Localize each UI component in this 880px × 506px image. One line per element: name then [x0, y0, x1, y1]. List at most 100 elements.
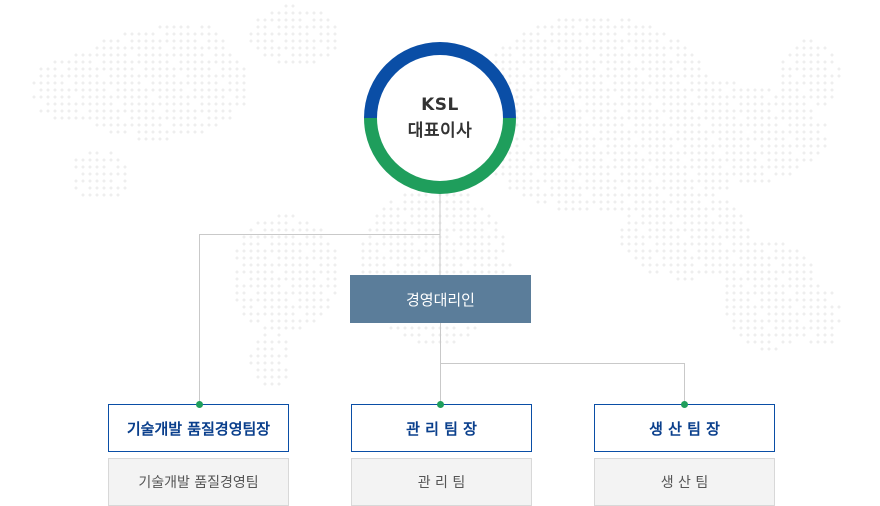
map-dot — [459, 256, 463, 260]
map-dot — [648, 130, 652, 134]
map-dot — [123, 123, 127, 127]
map-dot — [284, 39, 288, 43]
map-dot — [102, 95, 106, 99]
map-dot — [522, 151, 526, 155]
map-dot — [543, 67, 547, 71]
map-dot — [270, 221, 274, 225]
map-dot — [242, 270, 246, 274]
map-dot — [760, 305, 764, 309]
map-dot — [536, 74, 540, 78]
map-dot — [732, 249, 736, 253]
map-dot — [655, 53, 659, 57]
map-dot — [690, 221, 694, 225]
map-dot — [774, 298, 778, 302]
map-dot — [739, 333, 743, 337]
map-dot — [480, 270, 484, 274]
map-dot — [627, 179, 631, 183]
map-dot — [739, 137, 743, 141]
map-dot — [662, 179, 666, 183]
map-dot — [802, 123, 806, 127]
map-dot — [305, 319, 309, 323]
map-dot — [459, 228, 463, 232]
map-dot — [186, 46, 190, 50]
map-dot — [137, 88, 141, 92]
map-dot — [270, 11, 274, 15]
map-dot — [466, 228, 470, 232]
map-dot — [690, 207, 694, 211]
map-dot — [109, 123, 113, 127]
map-dot — [571, 81, 575, 85]
map-dot — [704, 221, 708, 225]
map-dot — [158, 102, 162, 106]
map-dot — [690, 81, 694, 85]
map-dot — [662, 242, 666, 246]
map-dot — [711, 256, 715, 260]
map-dot — [165, 130, 169, 134]
map-dot — [746, 270, 750, 274]
map-dot — [781, 319, 785, 323]
map-dot — [683, 277, 687, 281]
map-dot — [529, 60, 533, 64]
map-dot — [277, 284, 281, 288]
map-dot — [557, 116, 561, 120]
map-dot — [298, 32, 302, 36]
map-dot — [655, 151, 659, 155]
map-dot — [249, 298, 253, 302]
map-dot — [781, 333, 785, 337]
map-dot — [326, 53, 330, 57]
map-dot — [326, 242, 330, 246]
map-dot — [550, 172, 554, 176]
map-dot — [256, 32, 260, 36]
map-dot — [788, 81, 792, 85]
map-dot — [599, 179, 603, 183]
map-dot — [746, 88, 750, 92]
map-dot — [676, 88, 680, 92]
map-dot — [795, 60, 799, 64]
map-dot — [550, 53, 554, 57]
map-dot — [676, 263, 680, 267]
map-dot — [326, 263, 330, 267]
map-dot — [557, 179, 561, 183]
map-dot — [704, 144, 708, 148]
map-dot — [529, 46, 533, 50]
map-dot — [249, 354, 253, 358]
map-dot — [256, 249, 260, 253]
map-dot — [179, 60, 183, 64]
map-dot — [529, 186, 533, 190]
map-dot — [270, 263, 274, 267]
map-dot — [158, 25, 162, 29]
map-dot — [186, 60, 190, 64]
map-dot — [263, 221, 267, 225]
map-dot — [88, 95, 92, 99]
map-dot — [515, 172, 519, 176]
map-dot — [816, 102, 820, 106]
map-dot — [711, 95, 715, 99]
map-dot — [697, 123, 701, 127]
map-dot — [634, 165, 638, 169]
map-dot — [256, 46, 260, 50]
map-dot — [613, 186, 617, 190]
map-dot — [291, 242, 295, 246]
map-dot — [746, 102, 750, 106]
map-dot — [711, 235, 715, 239]
map-dot — [235, 67, 239, 71]
map-dot — [459, 270, 463, 274]
map-dot — [109, 60, 113, 64]
map-dot — [795, 158, 799, 162]
map-dot — [284, 347, 288, 351]
map-dot — [53, 102, 57, 106]
map-dot — [326, 256, 330, 260]
map-dot — [788, 144, 792, 148]
map-dot — [270, 326, 274, 330]
map-dot — [109, 39, 113, 43]
map-dot — [634, 74, 638, 78]
map-dot — [746, 123, 750, 127]
map-dot — [522, 46, 526, 50]
map-dot — [256, 270, 260, 274]
map-dot — [599, 25, 603, 29]
map-dot — [662, 32, 666, 36]
map-dot — [417, 326, 421, 330]
map-dot — [592, 46, 596, 50]
map-dot — [165, 109, 169, 113]
map-dot — [620, 228, 624, 232]
